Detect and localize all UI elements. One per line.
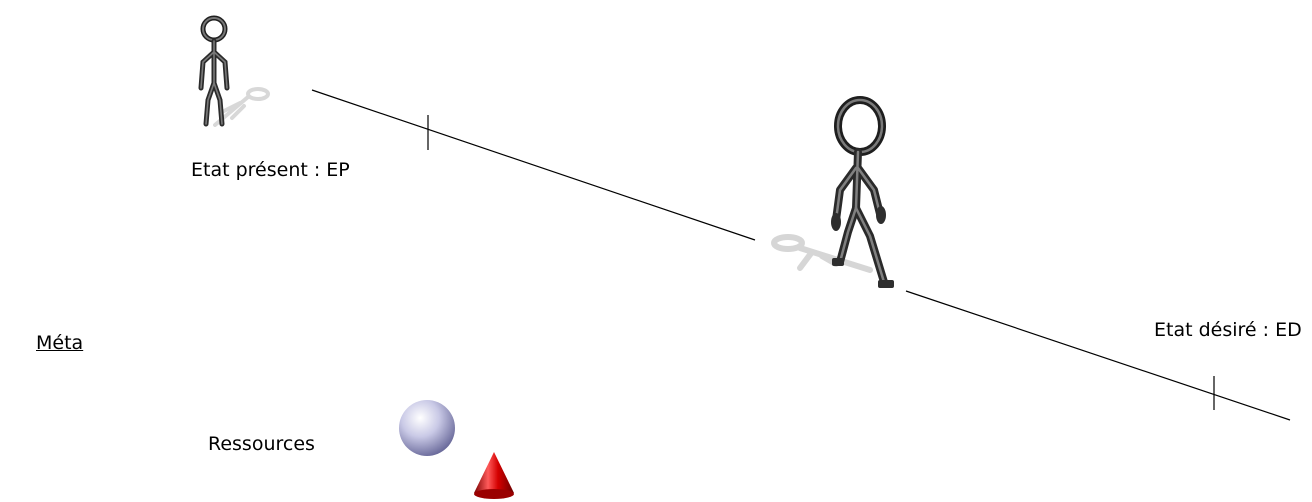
resources-label: Ressources: [208, 433, 315, 455]
meta-label: Méta: [36, 332, 83, 354]
stick-figure-standing-icon: [201, 18, 268, 125]
timeline-segment-right: [906, 291, 1290, 420]
sphere-icon: [399, 400, 455, 456]
present-state-label: Etat présent : EP: [191, 159, 350, 181]
timeline-segment-left: [312, 90, 755, 240]
stick-figure-walking-icon: [774, 100, 894, 288]
cone-icon: [474, 452, 514, 499]
desired-state-label: Etat désiré : ED: [1154, 319, 1302, 341]
timeline-line: [312, 90, 1290, 420]
